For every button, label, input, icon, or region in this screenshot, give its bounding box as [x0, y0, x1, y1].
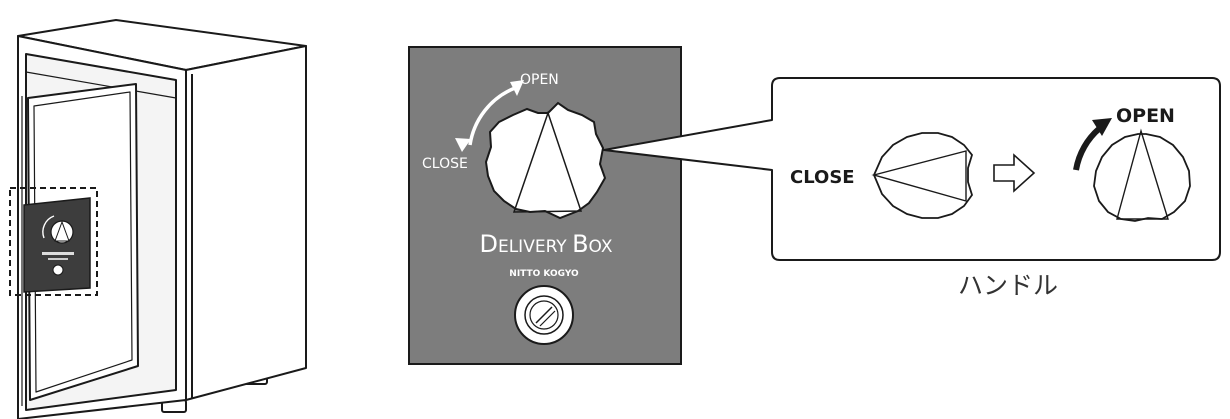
transition-arrow-icon: [993, 153, 1036, 193]
panel-close-label: CLOSE: [422, 156, 468, 172]
callout-open-label: OPEN: [1116, 105, 1175, 127]
handle-open-position-icon: [1093, 133, 1191, 222]
brand-name: DELIVERY BOX: [479, 230, 612, 258]
mini-lock-icon: [52, 264, 64, 276]
callout-arrowhead-icon: [1092, 118, 1112, 136]
callout-close-label: CLOSE: [790, 167, 855, 188]
callout-rotation-arrow: [1073, 125, 1102, 171]
handle-grip: [512, 110, 583, 213]
handle-caption: ハンドル: [957, 271, 1058, 300]
box-side: [185, 45, 307, 401]
mini-panel: [23, 197, 91, 293]
mini-handle-icon: [50, 220, 74, 244]
key-lock-icon: [514, 285, 574, 345]
handle-close-position-icon: [873, 132, 974, 219]
highlight-frame: [9, 187, 98, 296]
open-arrowhead-icon: [510, 80, 524, 96]
maker-name: NITTO KOGYO: [509, 269, 579, 279]
close-arrowhead-icon: [455, 138, 471, 152]
panel-open-label: OPEN: [520, 72, 559, 88]
rotation-arrow: [468, 86, 516, 146]
